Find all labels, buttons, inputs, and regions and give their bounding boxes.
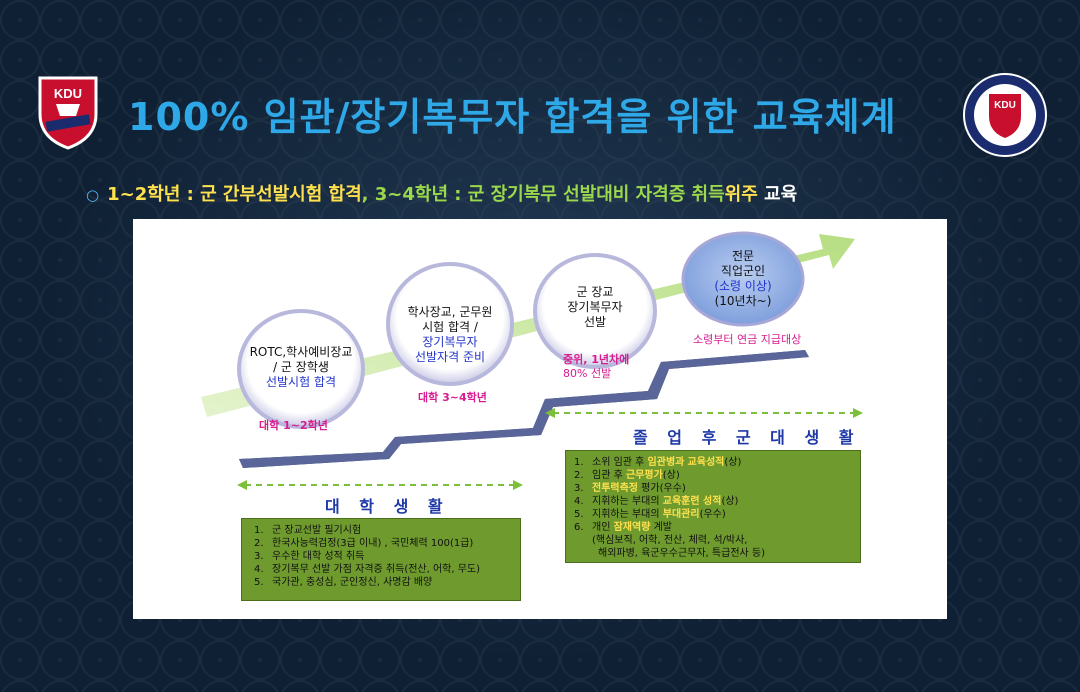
stage-bubble-1 — [237, 309, 365, 429]
staircase — [239, 350, 809, 468]
list-item: 1.소위 임관 후 임관병과 교육성적(상) — [574, 457, 742, 468]
section-university-title: 대 학 생 활 — [325, 497, 450, 516]
subtitle-part3: 위주 — [724, 184, 758, 205]
subtitle-part4: 교육 — [757, 184, 798, 205]
stage1-label: 대학 1~2학년 — [259, 419, 328, 432]
stage4-text: 전문 직업군인 (소령 이상) (10년차~) — [714, 249, 772, 308]
list-item: 4.지휘하는 부대의 교육훈련 성적(상) — [574, 496, 739, 507]
stage2-label: 대학 3~4학년 — [418, 391, 487, 404]
list-item: 3.전투력측정 평가(우수) — [574, 483, 686, 494]
kdu-shield-logo: KDU — [38, 76, 98, 150]
diagram-graphics — [201, 231, 863, 490]
stage2-text: 학사장교, 군무원 시험 합격 / 장기복무자 선발자격 준비 — [407, 305, 493, 364]
list-item: 1.군 장교선발 필기시험 — [254, 525, 362, 536]
section-after-title: 졸 업 후 군 대 생 활 — [633, 428, 861, 447]
subtitle-part2: , 3~4학년 : 군 장기복무 선발대비 자격증 취득 — [361, 184, 725, 205]
stage1-text: ROTC,학사예비장교 / 군 장학생 선발시험 합격 — [249, 345, 353, 389]
list-item: 5.국가관, 충성심, 군인정신, 사명감 배양 — [254, 577, 433, 588]
seal-logo-text: KDU — [994, 100, 1016, 111]
stage-bubble-4 — [681, 231, 805, 327]
list-item-sub: (핵심보직, 어학, 전산, 체력, 석/박사, — [592, 535, 748, 546]
page-title: 100% 임관/장기복무자 합격을 위한 교육체계 — [128, 95, 897, 139]
logo-text: KDU — [54, 86, 82, 101]
stage3-label1: 중위, 1년차에 — [563, 353, 630, 366]
subtitle: ○ 1~2학년 : 군 간부선발시험 합격, 3~4학년 : 군 장기복무 선발대… — [86, 180, 797, 206]
list-item-sub: 해외파병, 육군우수근무자, 특급전사 등) — [598, 548, 765, 559]
kdu-seal-logo: KDU — [963, 73, 1047, 157]
stage3-text: 군 장교 장기복무자 선발 — [567, 285, 623, 329]
stage3-label2: 80% 선발 — [563, 367, 612, 380]
list-item: 5.지휘하는 부대의 부대관리(우수) — [574, 509, 726, 520]
list-item: 4.장기복무 선발 가점 자격증 취득(전산, 어학, 무도) — [254, 564, 481, 575]
list-item: 6.개인 잠재역량 계발 — [574, 522, 672, 533]
after-list-box: 1.소위 임관 후 임관병과 교육성적(상) 2.임관 후 근무평가(상) 3.… — [565, 450, 861, 563]
subtitle-part1: 1~2학년 : 군 간부선발시험 합격 — [107, 184, 362, 205]
stage-bubble-2 — [386, 262, 514, 386]
list-item: 2.임관 후 근무평가(상) — [574, 470, 680, 481]
university-list-box: 1.군 장교선발 필기시험 2.한국사능력검정(3급 이내) , 국민체력 10… — [241, 518, 521, 601]
list-item: 2.한국사능력검정(3급 이내) , 국민체력 100(1급) — [254, 538, 474, 549]
stage4-label: 소령부터 연금 지급대상 — [693, 333, 802, 346]
stage-bubble-3 — [533, 253, 657, 369]
education-diagram-panel: ROTC,학사예비장교 / 군 장학생 선발시험 합격 학사장교, 군무원 시험… — [133, 219, 947, 619]
bullet-icon: ○ — [86, 186, 100, 204]
list-item: 3.우수한 대학 성적 취득 — [254, 551, 365, 562]
